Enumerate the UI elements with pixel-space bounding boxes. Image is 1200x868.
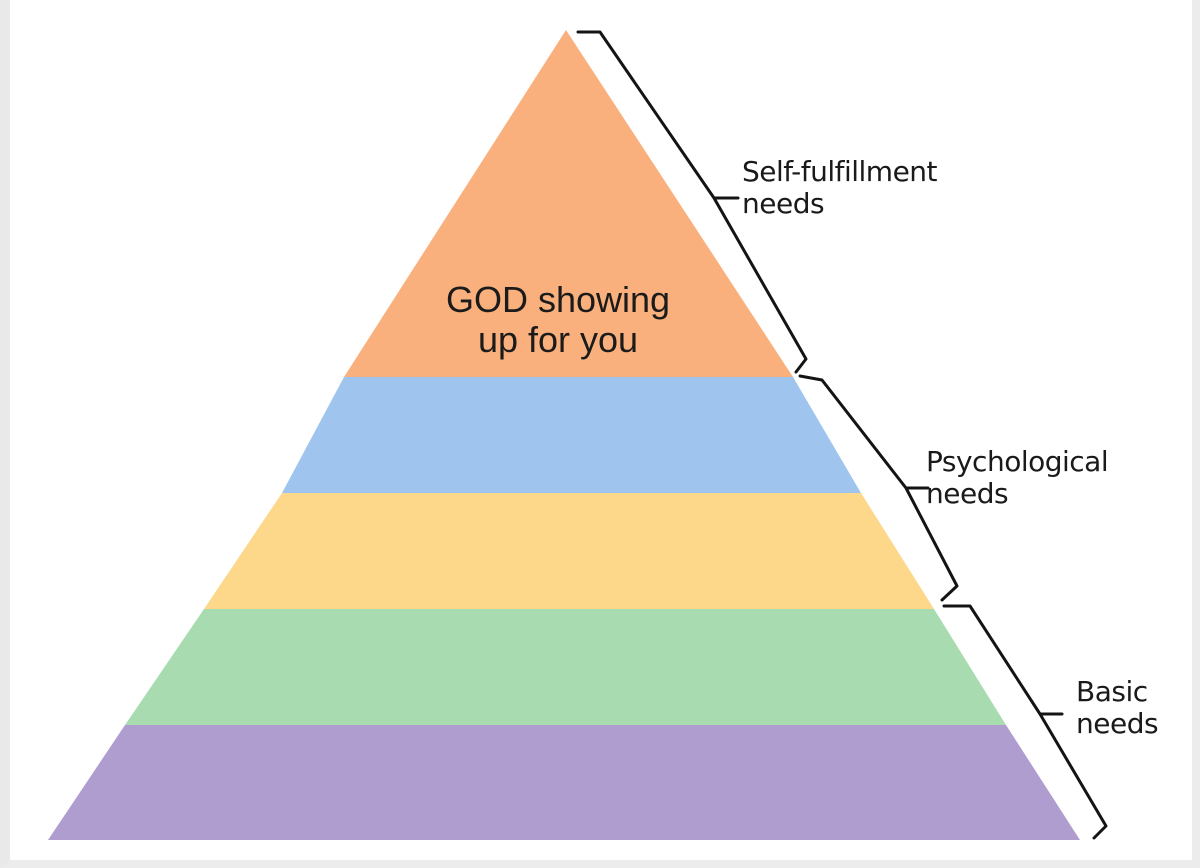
bracket-self-fulfillment bbox=[576, 30, 808, 374]
tier-top-text: GOD showing up for you bbox=[400, 280, 716, 360]
bracket-basic bbox=[942, 604, 1108, 840]
label-basic-needs: Basic needs bbox=[1076, 675, 1159, 740]
label-basic-line-2: needs bbox=[1076, 707, 1159, 740]
tier-self-fulfillment bbox=[344, 30, 793, 377]
label-basic-line-1: Basic bbox=[1076, 675, 1148, 708]
tier-yellow bbox=[204, 493, 934, 609]
label-self-fulfillment-needs: Self-fulfillment needs bbox=[742, 155, 938, 220]
label-psychological-line-1: Psychological bbox=[926, 445, 1109, 478]
label-psychological-needs: Psychological needs bbox=[926, 445, 1109, 510]
tier-blue bbox=[282, 377, 861, 493]
tier-green bbox=[125, 609, 1006, 725]
tier-purple bbox=[48, 725, 1080, 840]
tier-top-text-line-2: up for you bbox=[477, 319, 639, 360]
label-psychological-line-2: needs bbox=[926, 477, 1009, 510]
label-self-fulfillment-line-2: needs bbox=[742, 187, 825, 220]
bracket-psychological bbox=[798, 374, 959, 602]
tier-top-text-line-1: GOD showing bbox=[445, 279, 671, 320]
label-self-fulfillment-line-1: Self-fulfillment bbox=[742, 155, 938, 188]
